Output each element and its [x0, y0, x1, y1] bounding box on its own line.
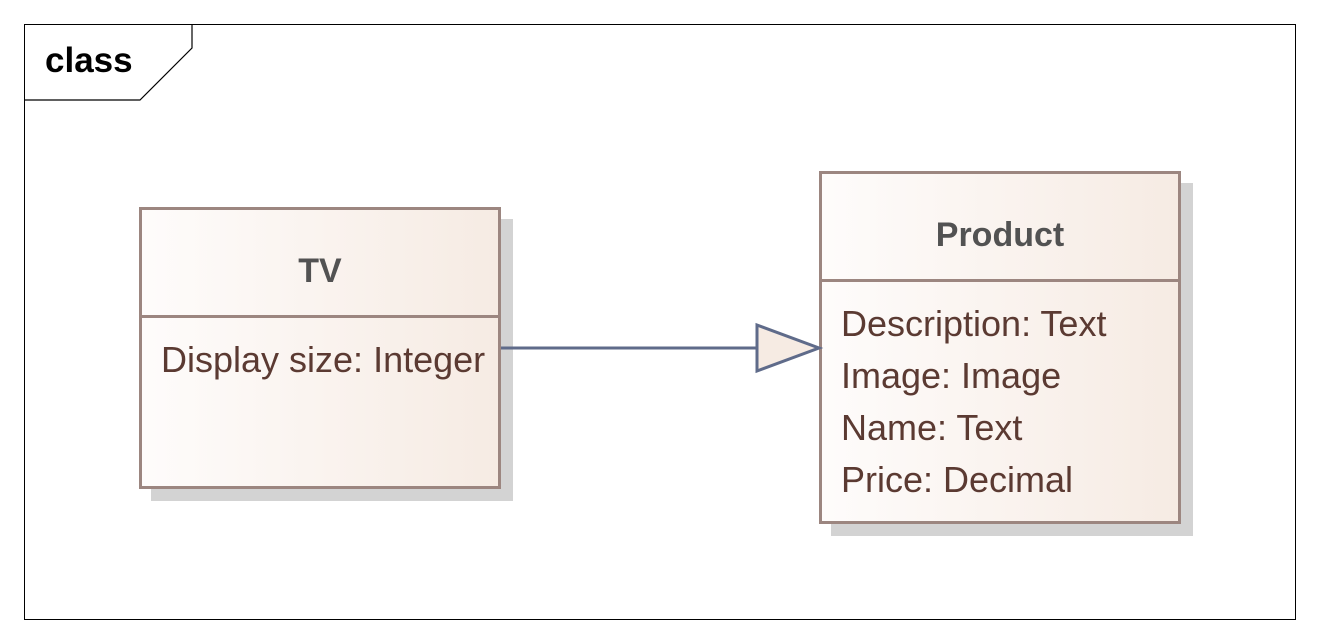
attribute: Name: Text	[841, 407, 1023, 448]
class-product[interactable]: Product Description: Text Image: Image N…	[819, 171, 1181, 524]
class-divider	[142, 315, 498, 318]
class-name: Product	[935, 216, 1065, 254]
class-divider	[822, 279, 1178, 282]
frame-label: class	[45, 41, 133, 80]
attribute: Image: Image	[841, 355, 1062, 396]
diagram-frame	[24, 24, 1296, 620]
frame-label-tab	[24, 24, 193, 101]
attribute: Price: Decimal	[841, 459, 1074, 500]
attribute: Display size: Integer	[161, 339, 486, 380]
class-tv[interactable]: TV Display size: Integer	[139, 207, 501, 489]
class-name: TV	[298, 252, 342, 290]
attribute: Description: Text	[841, 303, 1107, 344]
